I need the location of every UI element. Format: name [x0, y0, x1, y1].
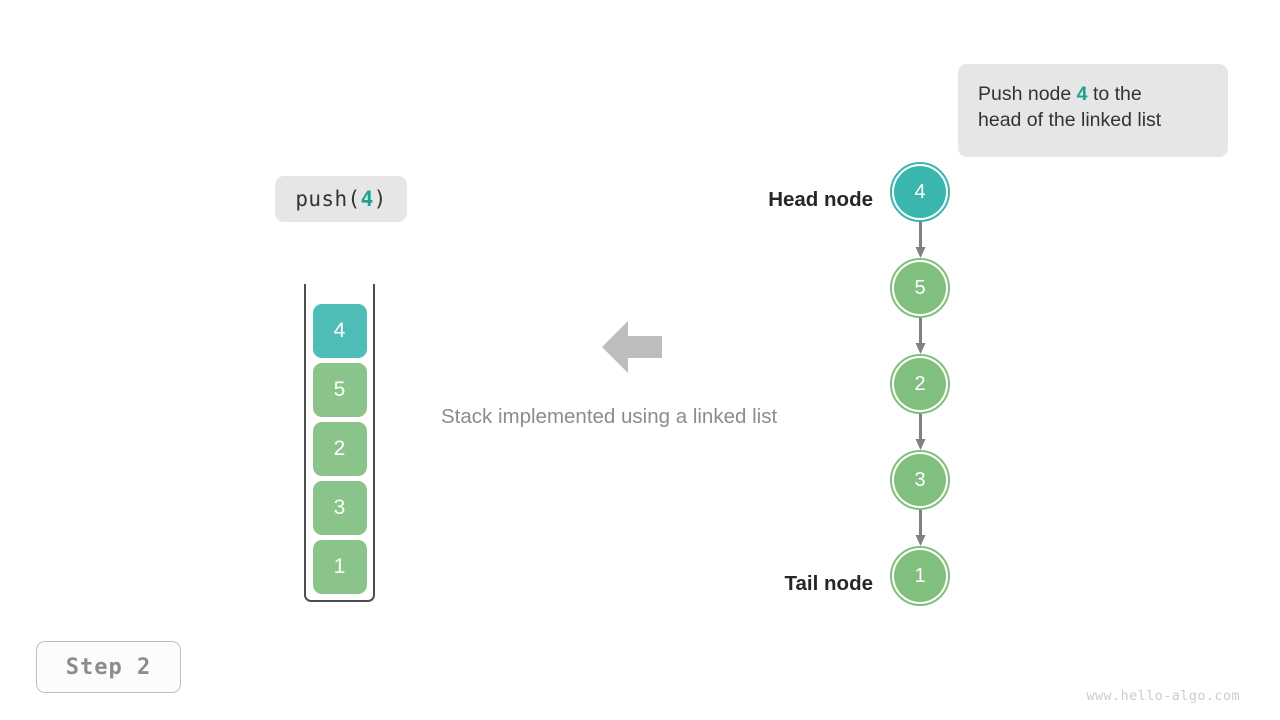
- stack-cell-value: 5: [333, 378, 346, 401]
- callout-line-2: head of the linked list: [978, 109, 1162, 131]
- callout-node-value: 4: [1076, 83, 1088, 105]
- linked-list-node-disc: 5: [894, 262, 946, 314]
- stack-container: 4 5 2 3 1: [304, 284, 375, 602]
- linked-list-arrow: [914, 510, 927, 551]
- linked-list-node: 5: [890, 258, 950, 318]
- stack-walls: [304, 284, 375, 602]
- linked-list-node: 2: [890, 354, 950, 414]
- linked-list-node-ring: [890, 162, 950, 222]
- diagram-caption: Stack implemented using a linked list: [441, 405, 778, 428]
- site-watermark: www.hello-algo.com: [1086, 688, 1240, 704]
- operation-chip-suffix: ): [373, 187, 387, 211]
- linked-list-node-ring: [890, 546, 950, 606]
- left-arrow-icon: [602, 320, 662, 374]
- linked-list-arrow: [914, 222, 927, 263]
- linked-list-arrow: [914, 414, 927, 455]
- linked-list-node-value: 4: [914, 180, 926, 203]
- stack-cell-value: 1: [333, 555, 346, 578]
- operation-chip-prefix: push(: [295, 187, 361, 211]
- stack-cell: 4: [312, 304, 367, 358]
- linked-list-node-value: 3: [914, 468, 926, 491]
- operation-chip-value: 4: [360, 187, 374, 211]
- callout-text-prefix: Push node: [978, 83, 1077, 105]
- callout-line-1: Push node 4 to the: [978, 81, 1208, 107]
- stack-cell: 3: [312, 481, 367, 535]
- head-node-label: Head node: [768, 188, 873, 211]
- linked-list-node-disc: 4: [894, 166, 946, 218]
- operation-chip-push: push(4): [275, 176, 407, 222]
- linked-list-node-ring: [890, 354, 950, 414]
- linked-list-node-value: 1: [914, 564, 926, 587]
- linked-list-node-disc: 1: [894, 550, 946, 602]
- stack-cell: 5: [312, 363, 367, 417]
- linked-list-node-disc: 3: [894, 454, 946, 506]
- linked-list-node-disc: 2: [894, 358, 946, 410]
- stack-cell-value: 2: [333, 437, 346, 460]
- step-badge: Step 2: [36, 641, 181, 693]
- linked-list-node-value: 2: [914, 372, 926, 395]
- linked-list-node-value: 5: [914, 276, 926, 299]
- linked-list-node: 4: [890, 162, 950, 222]
- stack-cell-value: 4: [333, 319, 346, 342]
- linked-list-arrow: [914, 318, 927, 359]
- linked-list-node: 1: [890, 546, 950, 606]
- linked-list-node-ring: [890, 450, 950, 510]
- linked-list-node-ring: [890, 258, 950, 318]
- tail-node-label: Tail node: [784, 572, 873, 595]
- linked-list-container: 4 Head node 5 2 3 1 Tail node: [740, 155, 1000, 625]
- callout-text-suffix: to the: [1087, 83, 1142, 105]
- stack-cell: 1: [312, 540, 367, 594]
- stack-cell: 2: [312, 422, 367, 476]
- stack-cell-value: 3: [333, 496, 346, 519]
- linked-list-node: 3: [890, 450, 950, 510]
- push-callout-box: Push node 4 to the head of the linked li…: [958, 64, 1228, 157]
